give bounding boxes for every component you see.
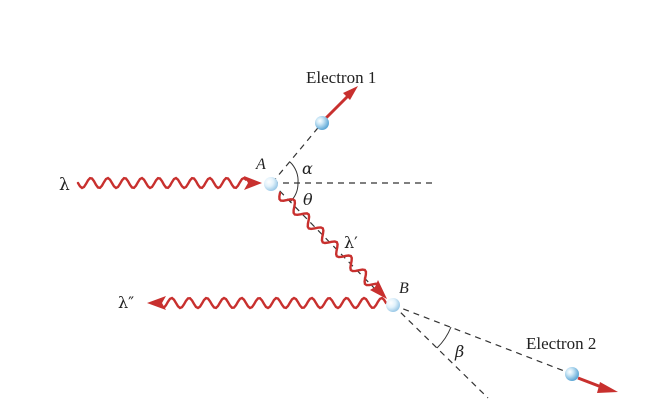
electron-1-label: Electron 1 <box>306 68 376 87</box>
lambda-label: λ <box>59 175 70 195</box>
back-scattered-photon-wave <box>162 296 388 310</box>
scattered-photon-forward-extension <box>392 304 489 399</box>
scattered-photon-wave <box>278 191 378 287</box>
electron-2-arrowhead <box>597 382 618 393</box>
lambda-prime-label: λ′ <box>344 233 358 252</box>
electron-2 <box>565 367 579 381</box>
electron-1-arrowhead <box>343 86 358 100</box>
electron-1-recoil-path <box>271 122 323 184</box>
theta-angle-arc <box>289 182 299 203</box>
electron-at-a <box>264 177 278 191</box>
electron-1 <box>315 116 329 130</box>
point-a-label: A <box>255 156 266 173</box>
alpha-label: α <box>302 159 313 178</box>
beta-label: β <box>454 342 464 361</box>
electron-1-velocity-arrow <box>324 94 350 120</box>
back-scattered-photon-arrowhead <box>147 296 166 310</box>
theta-label: θ <box>303 190 313 209</box>
photon-path-a-to-b <box>271 182 379 293</box>
lambda-double-prime-label: λ″ <box>118 293 134 312</box>
incident-photon-wave <box>76 176 248 190</box>
electron-2-label: Electron 2 <box>526 334 596 353</box>
beta-angle-arc <box>436 326 452 349</box>
scattered-photon-arrowhead <box>370 280 387 299</box>
electron-2-recoil-path <box>392 304 573 375</box>
alpha-angle-arc <box>289 161 299 184</box>
incident-photon-arrowhead <box>244 176 262 190</box>
point-b-label: B <box>399 280 409 297</box>
electron-at-b <box>386 298 400 312</box>
